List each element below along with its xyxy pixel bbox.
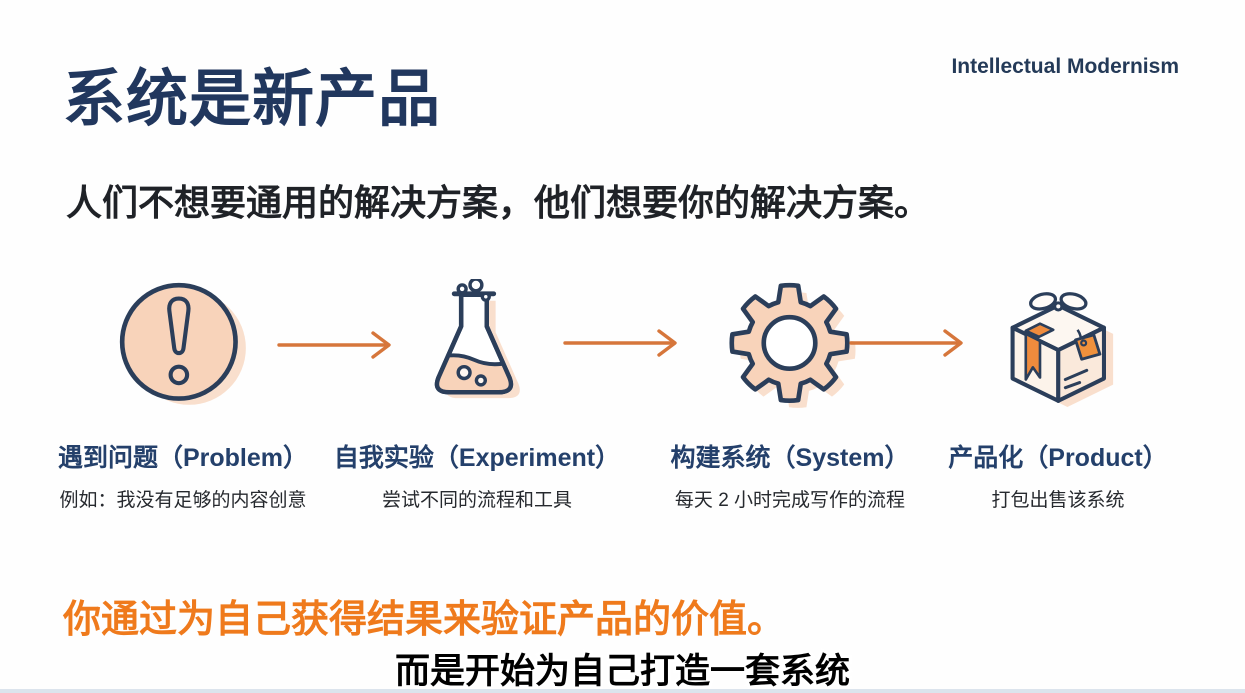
arrow-right-icon: [563, 329, 677, 357]
conclusion-text: 你通过为自己获得结果来验证产品的价值。: [63, 599, 786, 641]
step-description: 例如：我没有足够的内容创意: [59, 490, 307, 511]
arrow-right-icon: [849, 329, 963, 357]
step-system: 构建系统（System） 每天 2 小时完成写作的流程: [670, 276, 910, 512]
page-title: 系统是新产品: [63, 65, 442, 134]
brand-name: Intellectual Modernism: [951, 55, 1179, 78]
gear-icon: [723, 276, 857, 414]
step-description: 每天 2 小时完成写作的流程: [674, 490, 906, 511]
video-subtitle-caption: 而是开始为自己打造一套系统: [392, 649, 853, 693]
step-product: 产品化（Product） 打包出售该系统: [948, 276, 1168, 512]
step-description: 尝试不同的流程和工具: [381, 490, 573, 511]
step-label: 遇到问题（Problem）: [57, 444, 309, 472]
step-experiment: 自我实验（Experiment） 尝试不同的流程和工具: [334, 276, 620, 512]
step-label: 自我实验（Experiment）: [333, 444, 621, 472]
step-problem: 遇到问题（Problem） 例如：我没有足够的内容创意: [58, 276, 308, 512]
step-description: 打包出售该系统: [991, 490, 1125, 511]
bottom-edge-strip: [0, 689, 1245, 693]
alert-circle-icon: [116, 276, 250, 414]
step-label: 构建系统（System）: [670, 444, 910, 472]
package-icon: [992, 276, 1124, 414]
step-label: 产品化（Product）: [948, 444, 1168, 472]
arrow-right-icon: [277, 331, 391, 359]
slide-subtitle: 人们不想要通用的解决方案，他们想要你的解决方案。: [66, 182, 931, 223]
flask-icon: [413, 276, 541, 414]
